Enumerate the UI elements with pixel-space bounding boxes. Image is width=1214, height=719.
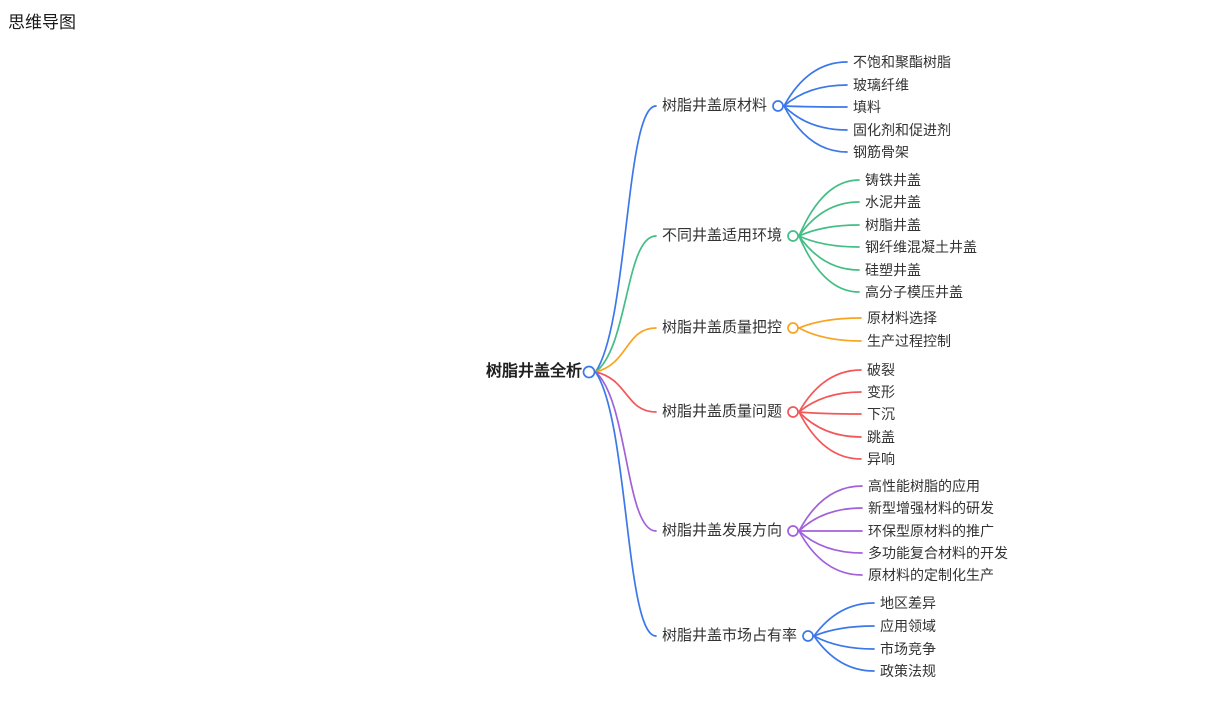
root-branch-link xyxy=(594,235,657,373)
branch-node-circle[interactable] xyxy=(802,630,814,642)
branch-child-link xyxy=(798,224,860,237)
child-node-label[interactable]: 跳盖 xyxy=(867,429,895,445)
branch-node-label[interactable]: 树脂井盖市场占有率 xyxy=(662,627,798,644)
child-node-label[interactable]: 铸铁井盖 xyxy=(865,172,921,188)
branch-child-link xyxy=(813,625,875,637)
child-node-label[interactable]: 政策法规 xyxy=(880,663,936,679)
root-branch-link xyxy=(594,371,657,413)
branch-child-link xyxy=(798,235,860,248)
child-node-label[interactable]: 原材料选择 xyxy=(867,310,937,326)
branch-child-link xyxy=(798,485,863,532)
branch-child-link xyxy=(798,411,862,438)
branch-child-link xyxy=(783,105,848,131)
branch-child-link xyxy=(798,507,863,532)
child-node-label[interactable]: 市场竞争 xyxy=(880,641,936,657)
branch-node-label[interactable]: 树脂井盖质量把控 xyxy=(662,319,783,336)
child-node-label[interactable]: 高性能树脂的应用 xyxy=(868,478,980,494)
child-node-label[interactable]: 高分子模压井盖 xyxy=(865,284,963,300)
branch-node-label[interactable]: 树脂井盖发展方向 xyxy=(662,522,783,539)
root-branch-link xyxy=(594,327,657,373)
branch-child-link xyxy=(798,369,862,413)
branch-child-link xyxy=(798,235,860,271)
branch-child-link xyxy=(813,602,875,637)
child-node-label[interactable]: 钢筋骨架 xyxy=(853,144,909,160)
branch-node-label[interactable]: 树脂井盖质量问题 xyxy=(662,403,783,420)
child-node-label[interactable]: 变形 xyxy=(867,384,895,400)
child-node-label[interactable]: 异响 xyxy=(867,451,895,467)
child-node-label[interactable]: 钢纤维混凝土井盖 xyxy=(865,239,977,255)
child-node-label[interactable]: 原材料的定制化生产 xyxy=(868,567,994,583)
child-node-label[interactable]: 生产过程控制 xyxy=(867,333,951,349)
page-title: 思维导图 xyxy=(8,13,76,32)
child-node-label[interactable]: 树脂井盖 xyxy=(865,217,921,233)
child-node-label[interactable]: 下沉 xyxy=(867,406,895,422)
branch-child-link xyxy=(783,84,848,107)
branch-child-link xyxy=(783,105,848,108)
branch-child-link xyxy=(798,327,862,342)
branch-child-link xyxy=(813,635,875,672)
child-node-label[interactable]: 填料 xyxy=(853,99,881,115)
root-node-label[interactable]: 树脂井盖全析 xyxy=(485,363,582,380)
root-branch-link xyxy=(594,105,657,373)
root-branch-link xyxy=(594,371,657,532)
branch-node-circle[interactable] xyxy=(772,100,784,112)
branch-child-link xyxy=(798,530,863,554)
branch-child-link xyxy=(798,179,860,237)
child-node-label[interactable]: 玻璃纤维 xyxy=(853,77,909,93)
branch-node-circle[interactable] xyxy=(787,230,799,242)
branch-node-circle[interactable] xyxy=(787,322,799,334)
branch-child-link xyxy=(798,201,860,237)
branch-child-link xyxy=(798,411,862,415)
branch-child-link xyxy=(783,61,848,107)
child-node-label[interactable]: 水泥井盖 xyxy=(865,194,921,210)
child-node-label[interactable]: 应用领域 xyxy=(880,618,936,634)
branch-node-circle[interactable] xyxy=(787,525,799,537)
branch-child-link xyxy=(783,105,848,153)
root-node-circle[interactable] xyxy=(582,365,596,379)
branch-child-link xyxy=(798,235,860,293)
branch-node-circle[interactable] xyxy=(787,406,799,418)
child-node-label[interactable]: 固化剂和促进剂 xyxy=(853,122,951,138)
branch-child-link xyxy=(798,530,863,576)
branch-child-link xyxy=(798,411,862,460)
branch-child-link xyxy=(798,391,862,413)
child-node-label[interactable]: 地区差异 xyxy=(880,595,936,611)
child-node-label[interactable]: 环保型原材料的推广 xyxy=(868,523,994,539)
branch-child-link xyxy=(813,635,875,650)
branch-node-label[interactable]: 树脂井盖原材料 xyxy=(662,97,768,114)
child-node-label[interactable]: 硅塑井盖 xyxy=(865,262,921,278)
child-node-label[interactable]: 新型增强材料的研发 xyxy=(868,500,994,516)
child-node-label[interactable]: 破裂 xyxy=(867,362,895,378)
root-branch-link xyxy=(594,371,657,637)
child-node-label[interactable]: 不饱和聚酯树脂 xyxy=(853,54,951,70)
branch-node-label[interactable]: 不同井盖适用环境 xyxy=(662,227,783,244)
branch-child-link xyxy=(798,317,862,329)
child-node-label[interactable]: 多功能复合材料的开发 xyxy=(868,545,1008,561)
